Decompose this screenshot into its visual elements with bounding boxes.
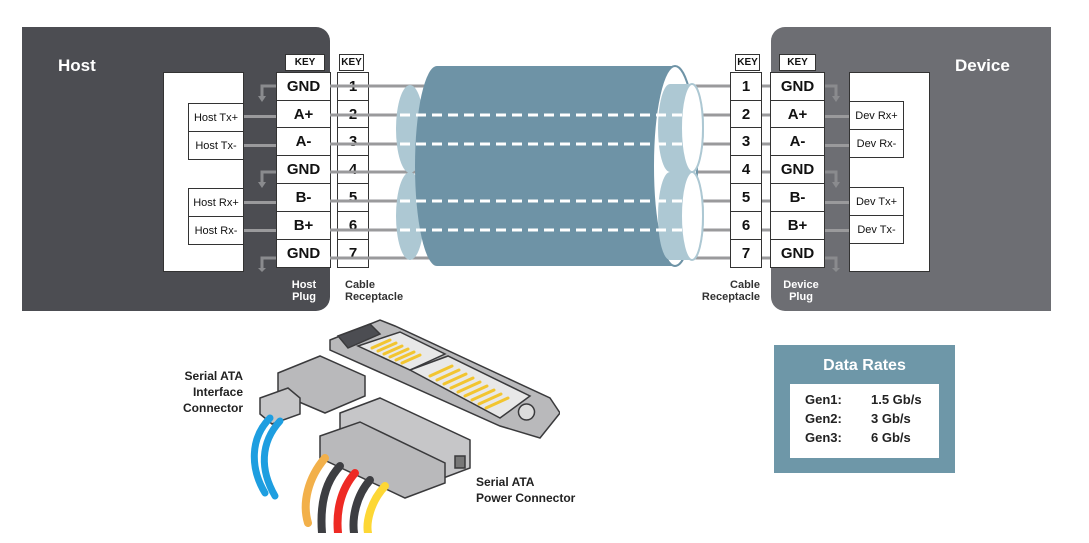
- device-receptacle-caption-line1: Cable: [730, 279, 760, 291]
- host-wire-tx-plus: [244, 115, 276, 118]
- host-plug-caption-line2: Plug: [292, 291, 316, 303]
- device-receptacle-pin-2: 2: [730, 100, 762, 128]
- device-wire-rx-plus: [825, 115, 849, 118]
- host-plug-caption-line1: Host: [291, 279, 317, 291]
- host-plug-pin-6: B+: [276, 211, 331, 240]
- host-receptacle-caption-line2: Receptacle: [345, 291, 404, 303]
- data-rates-title: Data Rates: [823, 357, 906, 374]
- host-signal-rx-plus: Host Rx+: [188, 188, 244, 217]
- host-title: Host: [58, 56, 96, 75]
- host-signal-tx-plus: Host Tx+: [188, 103, 244, 132]
- host-plug-pin-1: GND: [276, 72, 331, 101]
- power-connector: [319, 397, 471, 499]
- device-plug-pin-5: B-: [770, 183, 825, 212]
- device-plug-pin-1: GND: [770, 72, 825, 101]
- interface-connector: [259, 355, 366, 425]
- ground-arrow-icon: [824, 84, 838, 270]
- data-rate-row: Gen2: 3 Gb/s: [805, 409, 939, 428]
- device-signal-rx-plus: Dev Rx+: [849, 101, 904, 130]
- device-receptacle-pin-3: 3: [730, 127, 762, 156]
- sata-connectors-illustration: [250, 319, 560, 533]
- device-plug-pins: GND A+ A- GND B- B+ GND: [770, 72, 825, 268]
- data-rate-value: 3 Gb/s: [871, 411, 911, 426]
- host-signal-rx-minus: Host Rx-: [188, 216, 244, 245]
- drive-connector-pins: [370, 338, 510, 410]
- device-receptacle-pin-6: 6: [730, 211, 762, 240]
- device-wire-rx-minus: [825, 144, 849, 147]
- host-plug-pin-2: A+: [276, 100, 331, 128]
- host-receptacle-pin-3: 3: [337, 127, 369, 156]
- host-plug-pin-7: GND: [276, 239, 331, 268]
- host-receptacle-caption: Cable Receptacle: [345, 279, 403, 303]
- host-signal-tx-minus: Host Tx-: [188, 131, 244, 160]
- interface-label-line1: Serial ATA: [184, 369, 243, 383]
- device-title: Device: [955, 56, 1010, 75]
- device-plug-pin-7: GND: [770, 239, 825, 268]
- data-rates-table: Gen1: 1.5 Gb/s Gen2: 3 Gb/s Gen3: 6 Gb/s: [790, 384, 939, 458]
- device-receptacle-caption-line2: Receptacle: [701, 291, 760, 303]
- device-receptacle-pins: 1 2 3 4 5 6 7: [730, 72, 762, 268]
- host-plug-pins: GND A+ A- GND B- B+ GND: [276, 72, 331, 268]
- device-plug-pin-3: A-: [770, 127, 825, 156]
- host-plug-pin-5: B-: [276, 183, 331, 212]
- device-receptacle-pin-4: 4: [730, 155, 762, 184]
- device-plug-pin-6: B+: [770, 211, 825, 240]
- host-plug-caption: Host Plug: [288, 279, 320, 303]
- data-rate-row: Gen1: 1.5 Gb/s: [805, 390, 939, 409]
- device-receptacle-pin-1: 1: [730, 72, 762, 101]
- device-signal-rx-minus: Dev Rx-: [849, 129, 904, 158]
- interface-label-line2: Interface: [192, 385, 243, 399]
- interface-label-line3: Connector: [183, 401, 243, 415]
- cable-illustration: [330, 65, 770, 267]
- interface-connector-label: Serial ATA Interface Connector: [175, 368, 243, 416]
- data-rate-row: Gen3: 6 Gb/s: [805, 428, 939, 447]
- device-signal-tx-minus: Dev Tx-: [849, 215, 904, 244]
- host-receptacle-caption-line1: Cable: [345, 279, 375, 291]
- host-receptacle-pin-4: 4: [337, 155, 369, 184]
- host-receptacle-pin-7: 7: [337, 239, 369, 268]
- device-receptacle-pin-7: 7: [730, 239, 762, 268]
- device-plug-pin-2: A+: [770, 100, 825, 128]
- device-plug-pin-4: GND: [770, 155, 825, 184]
- cable-dashed-pairs: [400, 113, 690, 232]
- ground-arrow-icon: [260, 84, 276, 270]
- device-plug-caption-line2: Plug: [789, 291, 813, 303]
- data-rate-gen: Gen1:: [805, 392, 842, 407]
- host-wire-rx-plus: [244, 201, 276, 204]
- device-receptacle-key: KEY: [735, 54, 760, 71]
- host-wire-tx-minus: [244, 144, 276, 147]
- host-plug-key: KEY: [285, 54, 325, 71]
- data-rate-value: 6 Gb/s: [871, 430, 911, 445]
- host-wire-rx-minus: [244, 229, 276, 232]
- data-rates-box: Data Rates Gen1: 1.5 Gb/s Gen2: 3 Gb/s G…: [774, 345, 955, 473]
- interface-cable: [250, 414, 284, 500]
- device-signal-tx-plus: Dev Tx+: [849, 187, 904, 216]
- device-wire-tx-plus: [825, 201, 849, 204]
- device-receptacle-caption: Cable Receptacle: [697, 279, 760, 303]
- power-label-line2: Power Connector: [476, 491, 576, 505]
- device-plug-caption: Device Plug: [780, 279, 822, 303]
- power-cable-wires: [301, 454, 389, 533]
- data-rate-gen: Gen2:: [805, 411, 842, 426]
- power-label-line1: Serial ATA: [476, 475, 535, 489]
- host-plug-pin-4: GND: [276, 155, 331, 184]
- host-receptacle-pin-5: 5: [337, 183, 369, 212]
- device-wire-tx-minus: [825, 229, 849, 232]
- power-connector-label: Serial ATA Power Connector: [476, 474, 575, 506]
- data-rate-value: 1.5 Gb/s: [871, 392, 922, 407]
- host-ground-arrows: [258, 84, 276, 272]
- device-ground-arrows: [824, 84, 840, 272]
- device-plug-key: KEY: [779, 54, 816, 71]
- device-receptacle-pin-5: 5: [730, 183, 762, 212]
- data-rate-gen: Gen3:: [805, 430, 842, 445]
- host-receptacle-key: KEY: [339, 54, 364, 71]
- device-plug-caption-line1: Device: [783, 279, 819, 291]
- host-plug-pin-3: A-: [276, 127, 331, 156]
